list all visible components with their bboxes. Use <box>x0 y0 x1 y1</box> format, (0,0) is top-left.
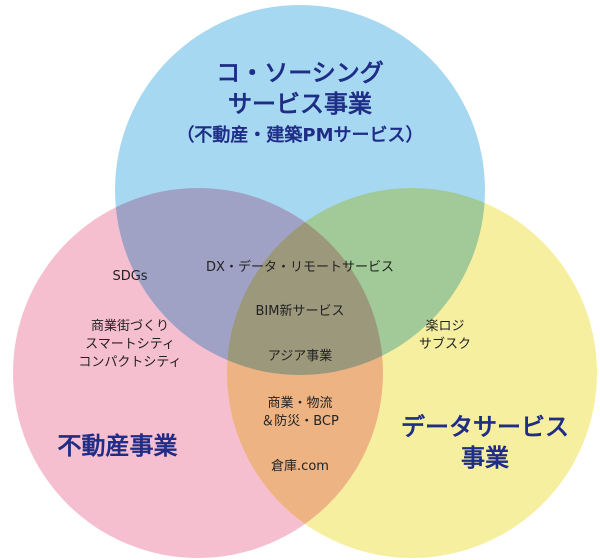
co-sourcing-title-line-2: サービス事業 <box>228 90 372 119</box>
real-estate-title: 不動産事業 <box>30 431 205 462</box>
commerce-line-1: 商業・物流 <box>267 396 333 411</box>
dx-label: DX・データ・リモートサービス <box>206 260 394 275</box>
smartcity-label: 商業街づくり スマートシティ コンパクトシティ <box>60 318 200 373</box>
smartcity-line-1: 商業街づくり <box>90 319 169 334</box>
co-sourcing-title-line-1: コ・ソーシング <box>216 59 384 87</box>
circle-data-service <box>227 188 597 558</box>
bim-label: BIM新サービス <box>255 304 345 319</box>
sdgs-label: SDGs <box>112 269 148 284</box>
smartcity-line-2: スマートシティ <box>85 337 175 353</box>
data-service-title-line-2: 事業 <box>461 444 509 473</box>
logistics-line-1: 楽ロジ <box>425 319 465 334</box>
smartcity-line-3: コンパクトシティ <box>78 355 182 371</box>
commerce-line-2: ＆防災・BCP <box>261 414 339 430</box>
co-sourcing-title: コ・ソーシング サービス事業 （不動産・建築PMサービス） <box>150 58 450 148</box>
logistics-line-2: サブスク <box>418 337 471 353</box>
real-estate-title-text: 不動産事業 <box>57 432 178 460</box>
data-service-title: データサービス 事業 <box>375 412 595 474</box>
asia-label: アジア事業 <box>267 349 333 364</box>
souko-label: 倉庫.com <box>271 459 329 474</box>
co-sourcing-subtitle: （不動産・建築PMサービス） <box>176 125 424 147</box>
data-service-title-line-1: データサービス <box>401 413 569 441</box>
commerce-label: 商業・物流 ＆防災・BCP <box>235 395 365 431</box>
logistics-label: 楽ロジ サブスク <box>395 318 495 354</box>
